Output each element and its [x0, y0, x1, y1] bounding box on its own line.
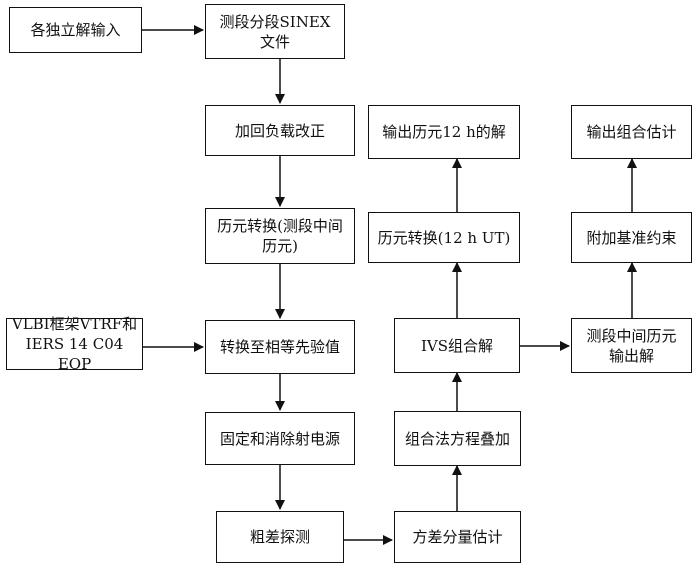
node-to-equal-prior: 转换至相等先验值 [205, 320, 355, 374]
node-label: 输出历元12 h的解 [382, 123, 506, 141]
node-label: 加回负载改正 [234, 121, 325, 140]
node-label: 附加基准约束 [586, 228, 677, 247]
node-session-sinex: 测段分段SINEX 文件 [205, 4, 345, 59]
node-datum-constraint: 附加基准约束 [571, 212, 692, 263]
node-variance-component: 方差分量估计 [394, 511, 521, 563]
node-label: VLBI框架VTRF和 IERS 14 C04 EOP [11, 315, 138, 373]
node-label: 各独立解输入 [30, 21, 121, 39]
node-vlbi-frame: VLBI框架VTRF和 IERS 14 C04 EOP [6, 315, 143, 373]
node-load-correction: 加回负载改正 [205, 105, 355, 156]
node-label: 历元转换(12 h UT) [377, 228, 511, 247]
node-fix-eliminate-sources: 固定和消除射电源 [205, 412, 355, 465]
node-epoch-transform-12h: 历元转换(12 h UT) [368, 212, 520, 263]
node-ivs-combined: IVS组合解 [394, 318, 520, 373]
node-label: 测段中间历元 输出解 [586, 326, 677, 365]
node-output-combined: 输出组合估计 [571, 105, 692, 159]
node-label: 固定和消除射电源 [219, 429, 340, 448]
node-epoch-transform-mid: 历元转换(测段中间 历元) [205, 208, 355, 264]
node-label: 组合法方程叠加 [404, 429, 510, 448]
node-label: 转换至相等先验值 [219, 338, 340, 356]
node-session-mid-output: 测段中间历元 输出解 [571, 318, 692, 373]
node-label: 测段分段SINEX 文件 [219, 12, 331, 51]
node-outlier-detection: 粗差探测 [216, 511, 344, 563]
node-label: 输出组合估计 [586, 123, 677, 141]
node-normal-eq-stack: 组合法方程叠加 [394, 411, 521, 466]
node-label: 粗差探测 [249, 528, 310, 546]
node-label: 方差分量估计 [412, 528, 503, 546]
node-label: 历元转换(测段中间 历元) [217, 217, 343, 255]
node-label: IVS组合解 [420, 336, 494, 355]
node-independent-input: 各独立解输入 [9, 7, 142, 53]
node-output-12h: 输出历元12 h的解 [368, 105, 520, 159]
